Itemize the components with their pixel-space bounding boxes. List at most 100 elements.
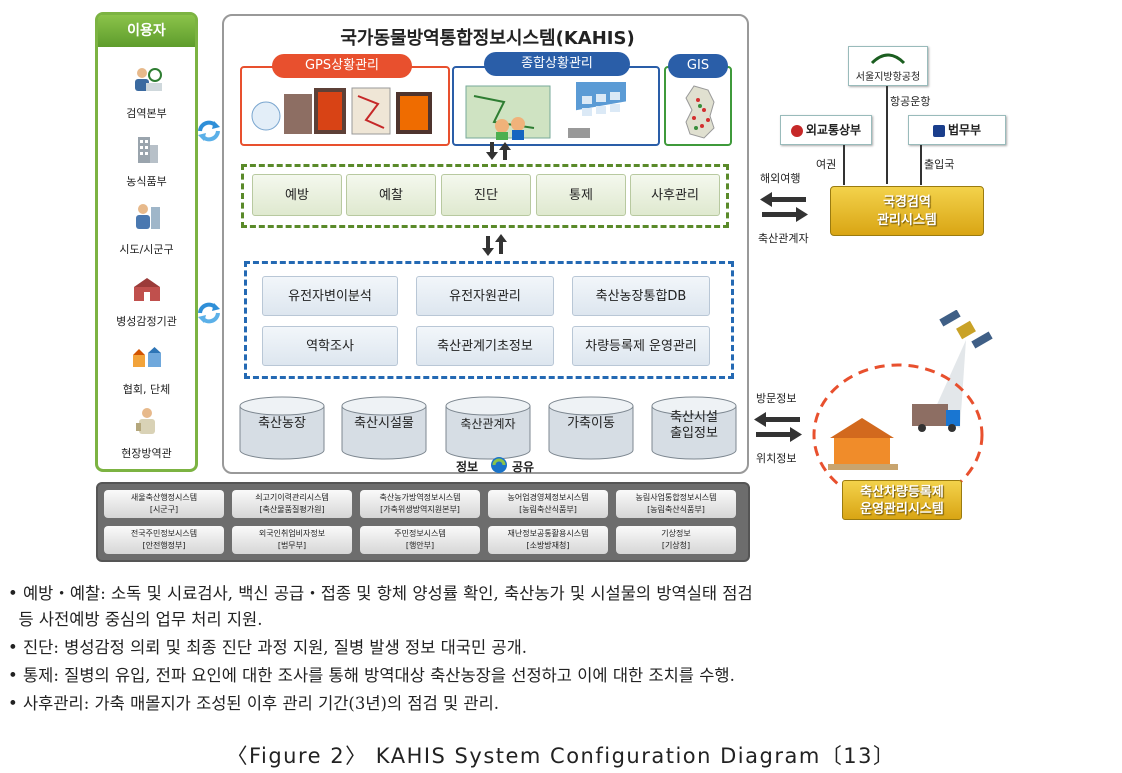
- gps-screens-icon: [251, 87, 432, 135]
- moj-label: 법무부: [947, 123, 982, 137]
- airport-authority-box: 서울지방항공청: [848, 46, 928, 86]
- moj-box: 법무부: [908, 115, 1006, 145]
- gis-module-tab: GIS: [668, 54, 728, 78]
- task-aftercare: 사후관리: [630, 174, 720, 216]
- bidirectional-arrow-icon: [760, 192, 808, 222]
- user-label: 검역본부: [126, 107, 167, 120]
- system-org: [농림축산식품부]: [519, 505, 577, 514]
- user-item-lab: 병성감정기관: [98, 273, 195, 329]
- database-icon: [548, 396, 634, 460]
- kahis-title: 국가동물방역통합정보시스템(KAHIS): [340, 28, 635, 49]
- system-item: 농어업경영체정보시스템 [농림축산식품부]: [488, 490, 608, 518]
- connector-line: [886, 86, 888, 184]
- task-prevention: 예방: [252, 174, 342, 216]
- mofa-label: 외교통상부: [805, 123, 862, 137]
- db-label: 가축이동: [567, 416, 615, 431]
- airport-authority-label: 서울지방항공청: [855, 72, 921, 83]
- note-line: • 통제: 질병의 유입, 전파 요인에 대한 조사를 통해 방역대상 축산농장…: [8, 666, 735, 685]
- user-label: 시도/시군구: [119, 243, 174, 256]
- field-officer-icon: [135, 408, 155, 434]
- integrated-module: [452, 66, 660, 146]
- database-icon: [341, 396, 427, 460]
- sync-arrow-icon: [198, 120, 220, 142]
- system-name: 농림사업통합정보시스템: [635, 493, 717, 502]
- database-icon: [239, 396, 325, 460]
- function-basic-info: 축산관계기초정보: [416, 326, 554, 366]
- user-label: 농식품부: [126, 175, 167, 188]
- system-item: 축산농가방역정보시스템 [가축위생방역지원본부]: [360, 490, 480, 518]
- system-name: 새울축산행정시스템: [130, 493, 198, 502]
- db-label: 축산시설물: [354, 416, 414, 431]
- figure-caption: 〈Figure 2〉 KAHIS System Configuration Di…: [226, 744, 896, 768]
- task-group: [241, 164, 729, 228]
- integrated-module-tab: 종합상황관리: [484, 52, 630, 76]
- system-org: [기상청]: [661, 541, 691, 550]
- db-label: 축산농장: [258, 416, 306, 431]
- db-movement: 가축이동: [547, 396, 635, 460]
- immigration-label: 출입국: [924, 158, 955, 171]
- system-name: 축산농가방역정보시스템: [379, 493, 461, 502]
- share-label-right: 공유: [512, 460, 535, 474]
- connector-line: [843, 145, 845, 185]
- visit-info-label: 방문정보: [756, 392, 797, 405]
- updown-arrow-icon: [482, 234, 507, 256]
- korea-map-icon: [685, 85, 715, 139]
- user-item-quarantine: 검역본부: [98, 65, 195, 121]
- function-gene-variation: 유전자변이분석: [262, 276, 398, 316]
- db-label: 축산시설 출입정보: [670, 410, 718, 441]
- system-org: [축산물품질평가원]: [259, 505, 325, 514]
- users-header: 이용자: [98, 15, 195, 47]
- user-label: 병성감정기관: [116, 315, 177, 328]
- border-quarantine-system: 국경검역 관리시스템: [830, 186, 984, 236]
- share-label-left: 정보: [456, 460, 479, 474]
- system-item: 전국주민정보시스템[안전행정부]: [104, 526, 224, 554]
- system-item: 외국인취업비자정보[법무부]: [232, 526, 352, 554]
- note-line: • 사후관리: 가축 매몰지가 조성된 이후 관리 기간(3년)의 점검 및 관…: [8, 694, 500, 713]
- database-icon: [445, 396, 531, 460]
- function-vehicle-registry: 차량등록제 운영관리: [572, 326, 710, 366]
- airport-logo-icon: [870, 53, 906, 65]
- mofa-logo-icon: [790, 124, 803, 137]
- function-gene-resource: 유전자원관리: [416, 276, 554, 316]
- note-line: • 진단: 병성감정 의뢰 및 최종 진단 과정 지원, 질병 발생 정보 대국…: [8, 638, 528, 657]
- kahis-panel: 국가동물방역통합정보시스템(KAHIS) GPS상황관리 종합상황관리: [222, 14, 749, 474]
- system-name: 재난정보공통활용시스템: [507, 529, 589, 538]
- livestock-person-label: 축산관계자: [758, 232, 809, 245]
- gis-module: [664, 66, 732, 146]
- system-org: [행안부]: [405, 541, 435, 550]
- task-control: 통제: [536, 174, 626, 216]
- connector-line: [920, 145, 922, 185]
- vehicle-registry-system: 축산차량등록제 운영관리시스템: [842, 480, 962, 520]
- system-item: 재난정보공통활용시스템 [소방방재청]: [488, 526, 608, 554]
- system-org: [농림축산식품부]: [647, 505, 705, 514]
- system-item: 기상정보[기상청]: [616, 526, 736, 554]
- note-line: • 예방・예찰: 소독 및 시료검사, 백신 공급・접종 및 항체 양성률 확인…: [8, 584, 753, 603]
- location-info-label: 위치정보: [756, 452, 797, 465]
- official-icon: [135, 204, 160, 229]
- db-facility: 축산시설물: [340, 396, 428, 460]
- function-epidemiology: 역학조사: [262, 326, 398, 366]
- function-farm-db: 축산농장통합DB: [572, 276, 710, 316]
- system-item: 농림사업통합정보시스템 [농림축산식품부]: [616, 490, 736, 518]
- user-item-association: 협회, 단체: [98, 341, 195, 397]
- user-label: 협회, 단체: [122, 383, 171, 396]
- note-line: 등 사전예방 중심의 업무 처리 지원.: [8, 610, 263, 629]
- system-item: 쇠고기이력관리시스템[축산물품질평가원]: [232, 490, 352, 518]
- houses-icon: [132, 347, 161, 367]
- db-farm: 축산농장: [238, 396, 326, 460]
- inspector-icon: [134, 68, 162, 91]
- system-org: [가축위생방역지원본부]: [380, 505, 460, 514]
- user-label: 현장방역관: [121, 447, 172, 460]
- task-surveillance: 예찰: [346, 174, 436, 216]
- mofa-box: 외교통상부: [780, 115, 872, 145]
- system-name: 주민정보시스템: [394, 529, 446, 538]
- system-org: [소방방재청]: [526, 541, 570, 550]
- db-access: 축산시설 출입정보: [650, 396, 738, 460]
- user-item-local-gov: 시도/시군구: [98, 201, 195, 257]
- system-name: 전국주민정보시스템: [130, 529, 198, 538]
- system-org: [시군구]: [149, 505, 179, 514]
- system-name: 외국인취업비자정보: [258, 529, 326, 538]
- building-icon: [137, 137, 158, 163]
- system-name: 농어업경영체정보시스템: [507, 493, 589, 502]
- flight-label: 항공운항: [890, 95, 931, 108]
